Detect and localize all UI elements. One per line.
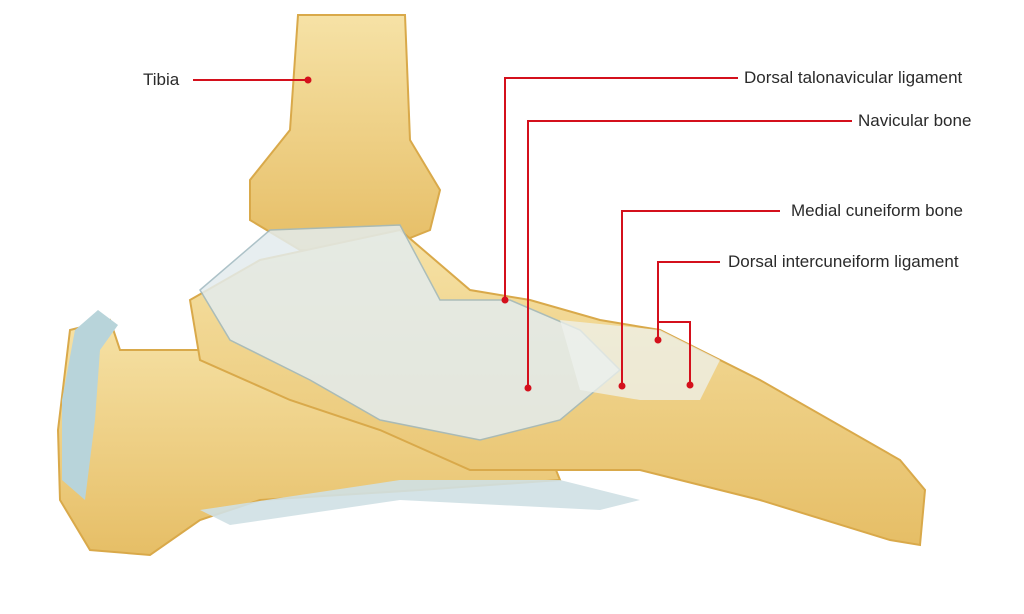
label-dorsal-talonavicular-ligament: Dorsal talonavicular ligament (744, 68, 963, 87)
leader-lines (193, 77, 852, 388)
achilles-tendon (62, 310, 118, 500)
dorsal-talonavicular-leader (504, 77, 738, 300)
medial-cuneiform-leader (621, 210, 780, 386)
midfoot-ligaments (560, 320, 720, 400)
label-medial-cuneiform-bone: Medial cuneiform bone (791, 201, 963, 220)
label-dorsal-intercuneiform-ligament: Dorsal intercuneiform ligament (728, 252, 959, 271)
plantar-ligaments (200, 480, 640, 525)
navicular-leader (527, 120, 852, 388)
label-navicular-bone: Navicular bone (858, 111, 972, 130)
dorsal-intercuneiform-branch (658, 321, 691, 385)
dorsal-intercuneiform-leader (657, 261, 720, 340)
label-tibia: Tibia (143, 70, 180, 89)
tibia-bone (249, 14, 442, 251)
leader-dots (304, 76, 694, 392)
